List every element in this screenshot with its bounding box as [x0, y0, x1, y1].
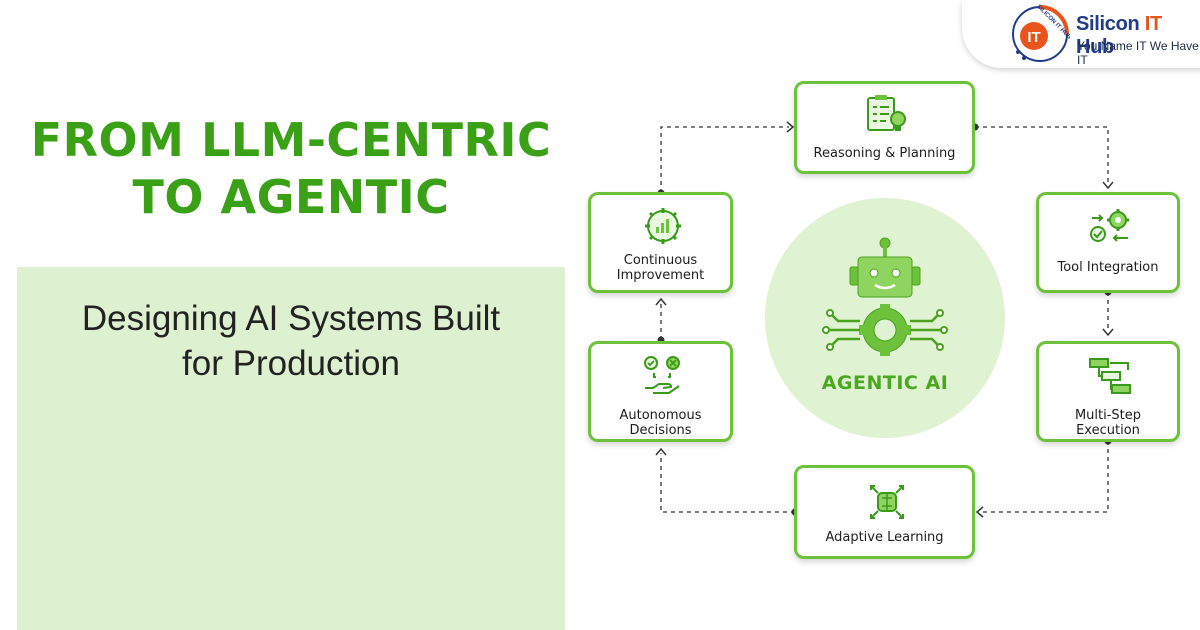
node-multi-step-execution[interactable]: Multi-Step Execution — [1036, 341, 1180, 442]
subtitle-panel — [17, 267, 565, 630]
headline-line-2: TO AGENTIC — [132, 170, 450, 224]
node-multi-step-line-1: Multi-Step — [1074, 408, 1142, 423]
node-autonomous-line-2: Decisions — [629, 423, 692, 438]
node-tool-integration[interactable]: Tool Integration — [1036, 192, 1180, 293]
node-continuous-improvement[interactable]: Continuous Improvement — [588, 192, 733, 293]
brand-name-part-2: IT — [1144, 13, 1162, 35]
node-autonomous-decisions-label: Autonomous Decisions — [591, 408, 730, 438]
headline-line-1: FROM LLM-CENTRIC — [30, 113, 552, 167]
subtitle-line-2: for Production — [182, 344, 400, 383]
brand-name-part-1: Silicon — [1076, 13, 1145, 35]
hand-choice-icon — [644, 356, 680, 394]
gears-check-icon — [1090, 209, 1129, 242]
robot-gear-icon — [822, 237, 948, 356]
node-multi-step-line-2: Execution — [1076, 423, 1140, 438]
subtitle-line-1: Designing AI Systems Built — [81, 299, 501, 338]
node-multi-step-execution-label: Multi-Step Execution — [1039, 408, 1177, 438]
brand-name-part-3: Hub — [1076, 36, 1114, 58]
node-autonomous-decisions[interactable]: Autonomous Decisions — [588, 341, 733, 442]
brand-logo-area[interactable] — [962, 0, 1200, 68]
center-label: AGENTIC AI — [821, 372, 949, 394]
node-continuous-line-1: Continuous — [623, 253, 698, 268]
brand-name[interactable]: Silicon IT Hub — [1076, 13, 1200, 59]
headline: FROM LLM-CENTRIC TO AGENTIC — [16, 112, 566, 226]
flowchart-icon — [1089, 358, 1131, 394]
brand-tagline: You Name IT We Have IT — [1077, 39, 1199, 67]
node-autonomous-line-1: Autonomous — [619, 408, 702, 423]
subtitle: Designing AI Systems Built for Productio… — [17, 296, 565, 386]
node-adaptive-learning-label: Adaptive Learning — [825, 530, 944, 545]
brand-badge-letters: IT — [1027, 29, 1040, 46]
brand-badge-icon: IT SILICON IT HUB — [1012, 4, 1070, 62]
node-reasoning-planning-label: Reasoning & Planning — [813, 146, 956, 161]
node-tool-integration-label: Tool Integration — [1057, 260, 1159, 275]
node-continuous-improvement-label: Continuous Improvement — [591, 253, 730, 283]
node-continuous-line-2: Improvement — [616, 268, 705, 283]
node-reasoning-planning[interactable]: Reasoning & Planning — [794, 81, 975, 174]
checklist-bulb-icon — [867, 95, 906, 131]
cycle-chart-icon — [645, 208, 681, 244]
brain-chip-icon — [870, 485, 904, 519]
node-adaptive-learning[interactable]: Adaptive Learning — [794, 465, 975, 559]
